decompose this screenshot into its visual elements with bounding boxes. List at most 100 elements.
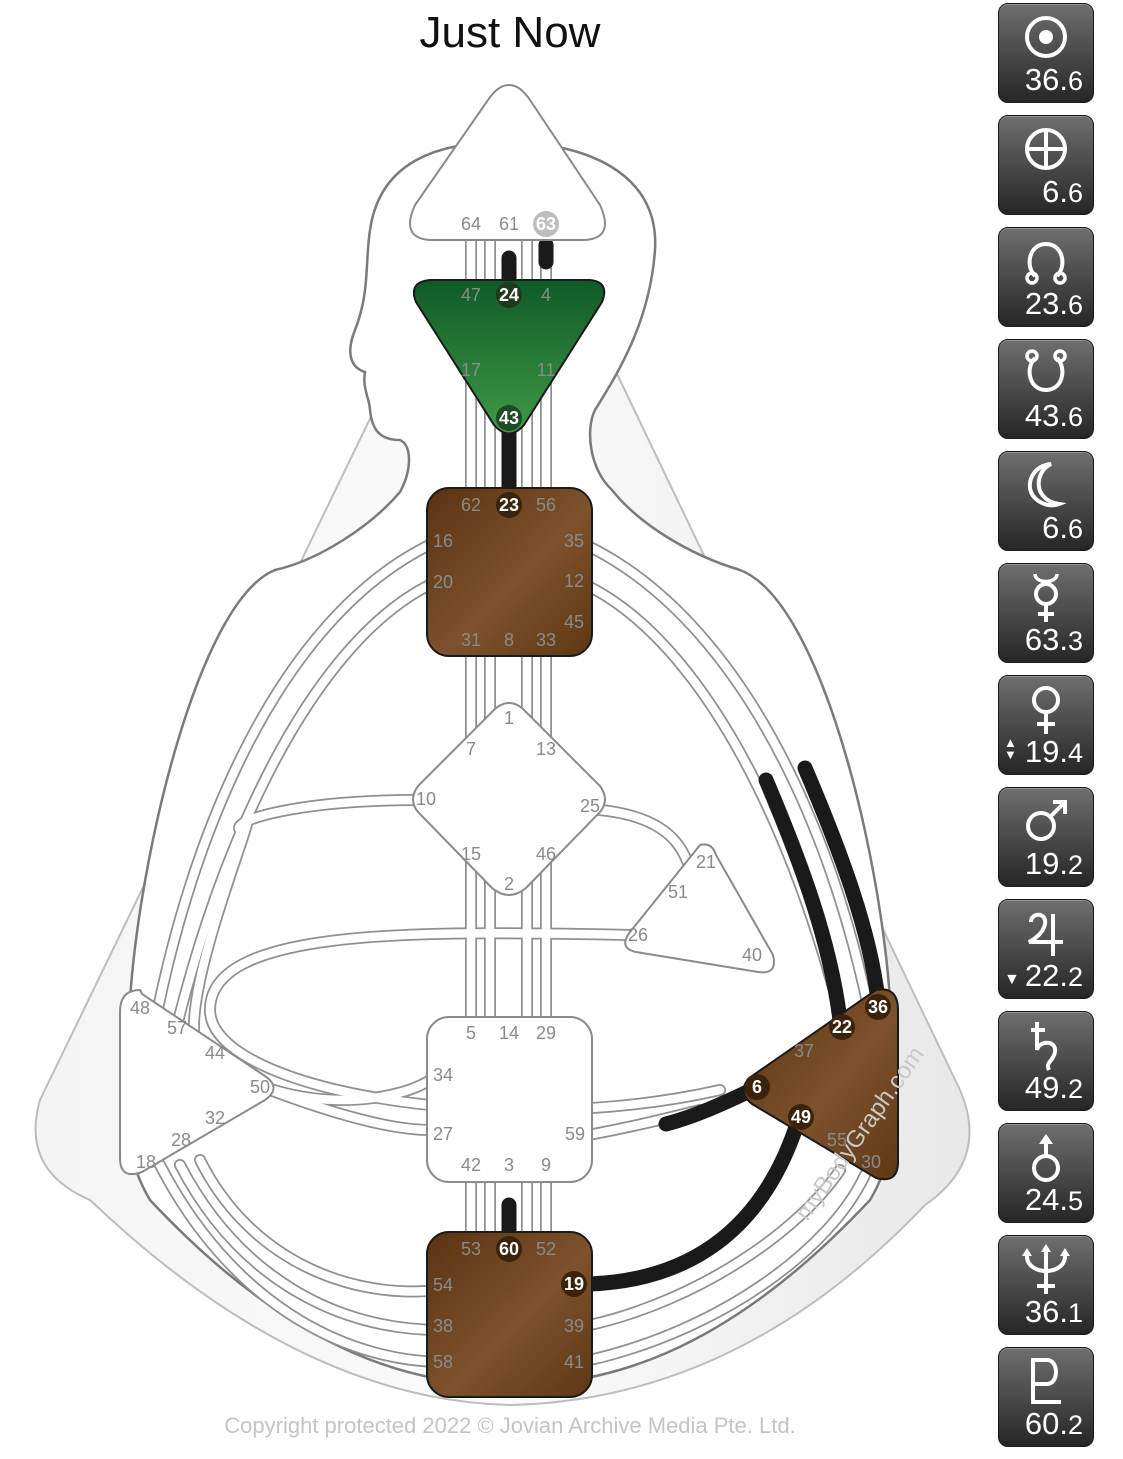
planet-arrow: ▼ bbox=[1004, 971, 1020, 988]
gate-label: 57 bbox=[167, 1018, 187, 1038]
gate-label: 9 bbox=[541, 1155, 551, 1175]
sun-icon bbox=[1025, 16, 1067, 58]
planet-position: 22.2 bbox=[1024, 958, 1083, 993]
planet-position: 49.2 bbox=[1024, 1070, 1083, 1105]
gate-label: 39 bbox=[564, 1316, 584, 1336]
planet-tile-mars[interactable]: 19.2 bbox=[998, 787, 1094, 887]
bodygraph-diagram: 64 61 63 47 24 4 17 11 43 62 23 56 16 35… bbox=[34, 83, 971, 1407]
gate-label: 16 bbox=[433, 531, 453, 551]
planet-tile-sun[interactable]: 36.6 bbox=[998, 3, 1094, 103]
planet-tile-neptune[interactable]: 36.1 bbox=[998, 1235, 1094, 1335]
gate-label: 46 bbox=[536, 844, 556, 864]
mars-icon bbox=[1026, 800, 1067, 841]
gate-label: 21 bbox=[696, 852, 716, 872]
gate-label: 44 bbox=[205, 1043, 225, 1063]
gate-label: 18 bbox=[136, 1152, 156, 1172]
center-ajna bbox=[412, 279, 606, 435]
gate-label: 38 bbox=[433, 1316, 453, 1336]
center-solar-plexus bbox=[742, 988, 899, 1181]
gate-label: 31 bbox=[461, 630, 481, 650]
gate-label: 7 bbox=[466, 739, 476, 759]
gate-label: 52 bbox=[536, 1239, 556, 1259]
active-gate-dots bbox=[496, 211, 891, 1297]
planet-tile-mercury[interactable]: 63.3 bbox=[998, 563, 1094, 663]
planet-tile-venus[interactable]: ▲▼ 19.4 bbox=[998, 675, 1094, 775]
planet-arrow: ▲▼ bbox=[1004, 735, 1017, 762]
saturn-icon bbox=[1031, 1022, 1058, 1071]
center-head bbox=[409, 83, 606, 241]
gate-label: 53 bbox=[461, 1239, 481, 1259]
gate-label: 35 bbox=[564, 531, 584, 551]
planet-position: 36.1 bbox=[1024, 1294, 1083, 1329]
planet-tile-jupiter[interactable]: ▼ 22.2 bbox=[998, 899, 1094, 999]
gate-label: 17 bbox=[461, 360, 481, 380]
pluto-icon bbox=[1031, 1358, 1061, 1404]
gate-label: 49 bbox=[791, 1107, 811, 1127]
gate-label: 62 bbox=[461, 495, 481, 515]
planet-tile-moon[interactable]: 6.6 bbox=[998, 451, 1094, 551]
gate-labels: 64 61 63 47 24 4 17 11 43 62 23 56 16 35… bbox=[130, 214, 888, 1372]
gate-label: 36 bbox=[868, 997, 888, 1017]
gate-label: 1 bbox=[504, 708, 514, 728]
gate-label: 59 bbox=[565, 1124, 585, 1144]
copyright: Copyright protected 2022 © Jovian Archiv… bbox=[224, 1413, 796, 1438]
planet-position: 43.6 bbox=[1024, 398, 1083, 433]
gate-label: 25 bbox=[580, 796, 600, 816]
gate-label: 40 bbox=[742, 945, 762, 965]
gate-label: 50 bbox=[250, 1077, 270, 1097]
gate-label: 22 bbox=[832, 1017, 852, 1037]
gate-label: 12 bbox=[564, 571, 584, 591]
gate-label: 55 bbox=[827, 1130, 847, 1150]
gate-label: 3 bbox=[504, 1155, 514, 1175]
planet-position: 63.3 bbox=[1024, 622, 1083, 657]
gate-label: 10 bbox=[416, 789, 436, 809]
gate-label: 47 bbox=[461, 285, 481, 305]
gate-label: 11 bbox=[537, 360, 556, 380]
chart-title: Just Now bbox=[419, 8, 601, 57]
neptune-icon bbox=[1022, 1244, 1070, 1294]
center-spleen bbox=[119, 988, 275, 1176]
channel-22-12 bbox=[758, 772, 848, 1028]
planet-tile-saturn[interactable]: 49.2 bbox=[998, 1011, 1094, 1111]
gate-label: 32 bbox=[205, 1108, 225, 1128]
gate-label: 24 bbox=[499, 285, 519, 305]
planet-position: 19.4 bbox=[1024, 734, 1083, 769]
planet-tile-earth[interactable]: 6.6 bbox=[998, 115, 1094, 215]
gate-label: 34 bbox=[433, 1065, 453, 1085]
gate-label: 43 bbox=[499, 408, 519, 428]
gate-label: 56 bbox=[536, 495, 556, 515]
planet-tile-uranus[interactable]: 24.5 bbox=[998, 1123, 1094, 1223]
moon-icon bbox=[1027, 462, 1067, 508]
center-root bbox=[426, 1231, 593, 1398]
gate-label: 60 bbox=[499, 1239, 519, 1259]
gate-label: 5 bbox=[466, 1023, 476, 1043]
planet-position: 36.6 bbox=[1024, 62, 1083, 97]
south-node-icon bbox=[1025, 349, 1067, 393]
north-node-icon bbox=[1025, 241, 1067, 285]
planet-position: 19.2 bbox=[1024, 846, 1083, 881]
gate-label: 37 bbox=[794, 1041, 814, 1061]
gate-label: 58 bbox=[433, 1352, 453, 1372]
center-g bbox=[412, 701, 606, 896]
gate-label: 51 bbox=[668, 882, 688, 902]
planet-column: 36.6 6.6 23.6 43.6 6.6 63.3 bbox=[998, 3, 1094, 1459]
planet-tile-pluto[interactable]: 60.2 bbox=[998, 1347, 1094, 1447]
planet-position: 24.5 bbox=[1024, 1182, 1083, 1217]
gate-label: 61 bbox=[499, 214, 519, 234]
gate-label: 14 bbox=[499, 1023, 519, 1043]
gate-label: 15 bbox=[461, 844, 481, 864]
mercury-icon bbox=[1033, 573, 1059, 622]
uranus-icon bbox=[1032, 1134, 1060, 1182]
earth-icon bbox=[1025, 128, 1067, 170]
jupiter-icon bbox=[1028, 912, 1063, 956]
planet-tile-north-node[interactable]: 23.6 bbox=[998, 227, 1094, 327]
gate-label: 63 bbox=[536, 214, 556, 234]
planet-tile-south-node[interactable]: 43.6 bbox=[998, 339, 1094, 439]
gate-label: 33 bbox=[536, 630, 556, 650]
venus-icon bbox=[1032, 686, 1060, 734]
gate-label: 20 bbox=[433, 572, 453, 592]
gate-label: 54 bbox=[433, 1275, 453, 1295]
gate-label: 23 bbox=[499, 495, 519, 515]
gate-label: 4 bbox=[541, 285, 551, 305]
gate-label: 6 bbox=[752, 1077, 762, 1097]
